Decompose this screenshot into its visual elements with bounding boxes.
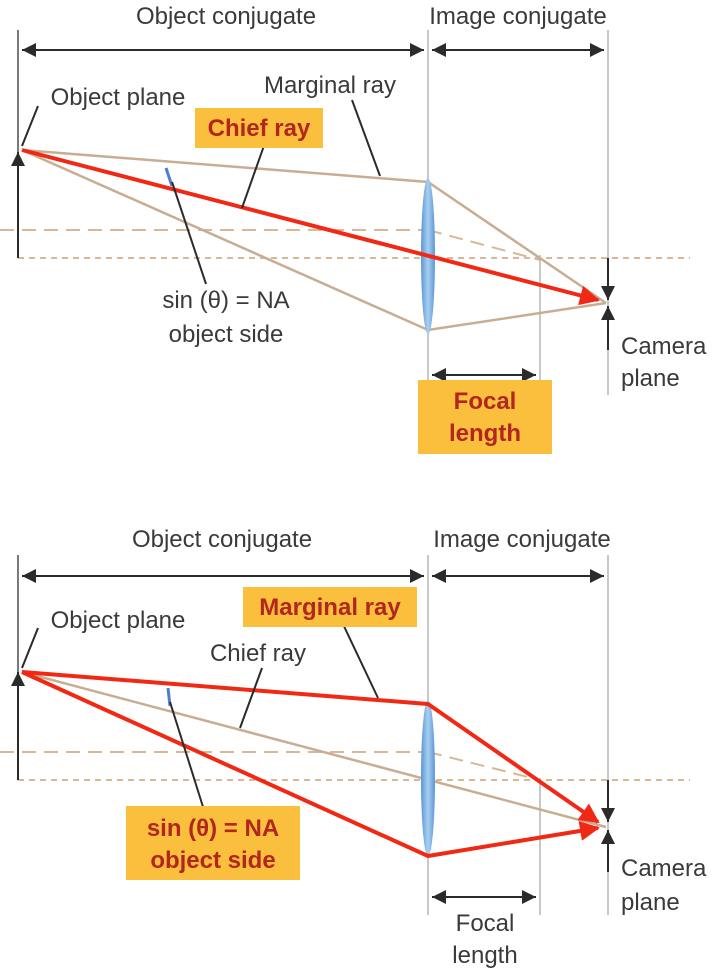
na-label-line2: object side: [169, 321, 284, 348]
marginal-ray-lower: [21, 670, 600, 858]
focal-length-label-line2: length: [449, 420, 521, 447]
chief-ray-leader: [241, 139, 267, 209]
focal-length-label-line2: length: [452, 942, 517, 969]
object-plane-leader: [21, 105, 39, 147]
marginal-ray-label: Marginal ray: [259, 594, 401, 621]
camera-plane-label-line2: plane: [621, 365, 680, 392]
panel-marginal-ray: Object conjugate Image conjugate Object …: [0, 526, 707, 969]
na-label-line1: sin (θ) = NA: [147, 815, 279, 842]
chief-ray-line: [21, 670, 607, 829]
image-conjugate-label: Image conjugate: [433, 526, 610, 553]
marginal-ray-upper: [21, 670, 600, 824]
focal-length-label-line1: Focal: [456, 910, 515, 937]
chief-ray-leader: [239, 667, 263, 729]
camera-plane-label-line2: plane: [621, 889, 680, 916]
object-plane-label: Object plane: [51, 607, 186, 634]
chief-ray-label: Chief ray: [210, 640, 306, 667]
na-leader: [171, 181, 207, 285]
camera-plane-label-line1: Camera: [621, 855, 707, 882]
focal-length-highlight-box: [418, 380, 552, 454]
marginal-ray-leader: [351, 99, 381, 177]
camera-plane-label-line1: Camera: [621, 333, 707, 360]
na-angle-tick: [164, 167, 174, 187]
panel-chief-ray: Object conjugate Image conjugate Object …: [0, 3, 707, 454]
na-leader: [169, 701, 205, 811]
na-label-line2: object side: [150, 847, 275, 874]
marginal-ray-label: Marginal ray: [264, 72, 396, 99]
focal-ray-dash: [427, 751, 541, 781]
object-conjugate-label: Object conjugate: [132, 526, 312, 553]
na-highlight-box: [126, 806, 300, 880]
chief-ray-highlight-box: [195, 108, 323, 148]
object-plane-leader: [21, 627, 39, 669]
marginal-ray-highlight-box: [243, 587, 417, 627]
chief-ray-label: Chief ray: [208, 115, 311, 142]
focal-ray-dash: [427, 229, 541, 261]
image-conjugate-label: Image conjugate: [429, 3, 606, 30]
lens-icon: [421, 700, 435, 856]
marginal-ray-lower: [21, 148, 607, 332]
na-label-line1: sin (θ) = NA: [162, 287, 289, 314]
marginal-ray-leader: [341, 621, 379, 699]
object-plane-label: Object plane: [51, 84, 186, 111]
focal-length-label-line1: Focal: [454, 388, 517, 415]
chief-ray-line: [21, 148, 600, 306]
object-conjugate-label: Object conjugate: [136, 3, 316, 30]
